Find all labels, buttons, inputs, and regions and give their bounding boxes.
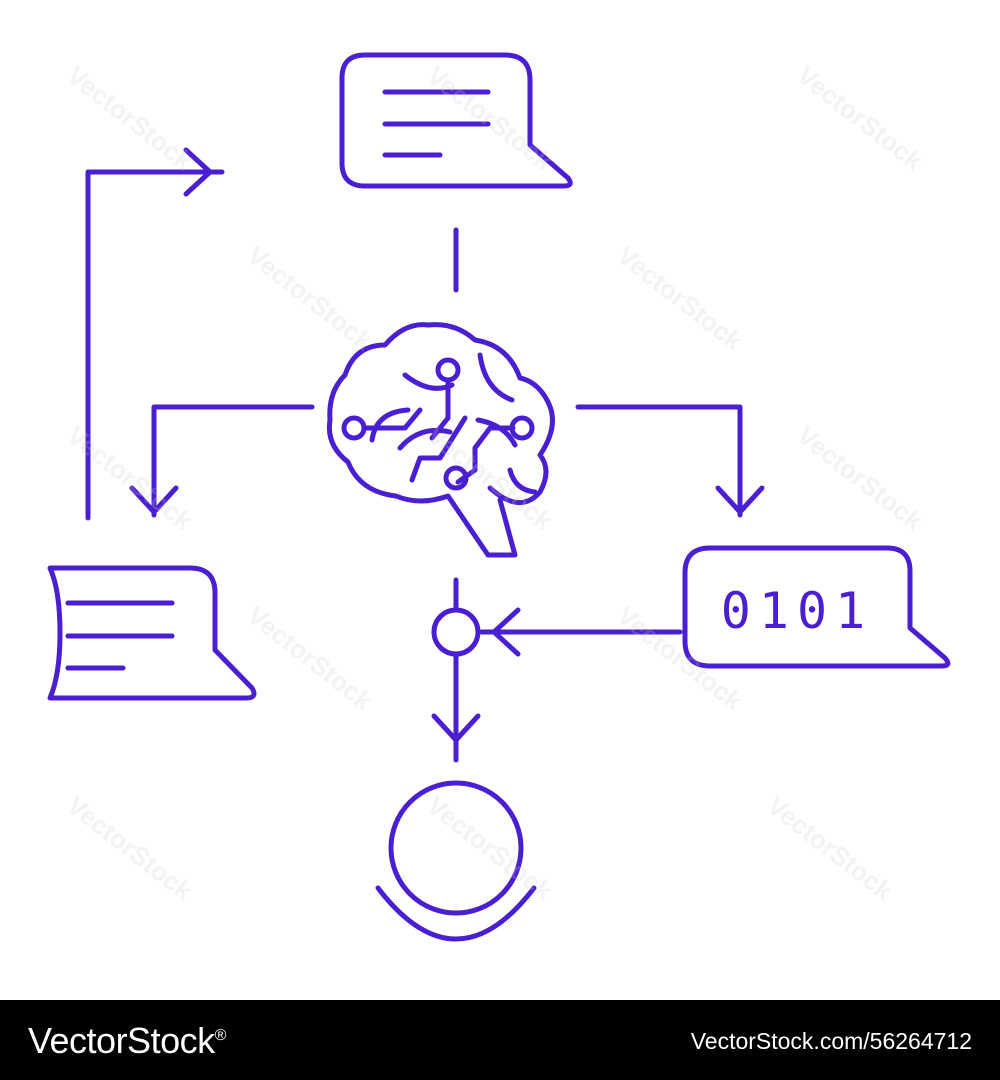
brain-fold (369, 407, 411, 443)
binary-chat-bubble-icon (682, 545, 951, 669)
circuit-node (509, 415, 535, 441)
arrowhead-down (715, 485, 765, 515)
left-chat-bubble-outline (47, 565, 257, 701)
arrowhead-down (431, 713, 481, 743)
output-base-arc (375, 885, 537, 942)
circuit-trace (429, 379, 451, 441)
connector-brain-left (151, 404, 315, 518)
circuit-trace (362, 407, 423, 431)
top-chat-bubble-icon (339, 52, 573, 189)
top-chat-bubble-outline (339, 52, 573, 189)
circuit-trace (409, 415, 468, 483)
brain-circuit-icon (326, 322, 555, 558)
left-chat-bubble-icon (47, 565, 257, 701)
junction-circle (431, 607, 481, 657)
connector-brain-right (575, 404, 743, 518)
arrowhead-down (129, 485, 179, 515)
arrowhead-right (183, 147, 213, 197)
footer-brand-mark: ® (214, 1027, 227, 1044)
brain-fold (507, 467, 538, 495)
ai-flow-diagram: 0101 (47, 52, 951, 942)
circuit-node (435, 357, 461, 383)
binary-chat-bubble-outline (682, 545, 951, 669)
connector-left-to-top-loop (85, 169, 225, 521)
circuit-trace (455, 425, 516, 485)
circuit-node (443, 465, 469, 491)
diagram-canvas: 0101 VectorStock VectorStock VectorStock… (47, 52, 951, 942)
circuit-node (341, 415, 367, 441)
brain-outline (326, 322, 555, 558)
output-user-icon (375, 780, 537, 942)
output-circle (388, 780, 524, 916)
footer-brand-text: VectorStock (28, 1020, 215, 1061)
footer-brand-logo: VectorStock® (28, 1020, 226, 1062)
footer-image-id: VectorStock.com/56264712 (690, 1028, 972, 1054)
arrowhead-left (491, 607, 521, 657)
brain-fold (397, 427, 453, 451)
brain-fold (477, 352, 515, 403)
footer-bar: VectorStock® VectorStock.com/56264712 (0, 1000, 1000, 1080)
binary-label: 0101 (721, 582, 873, 640)
